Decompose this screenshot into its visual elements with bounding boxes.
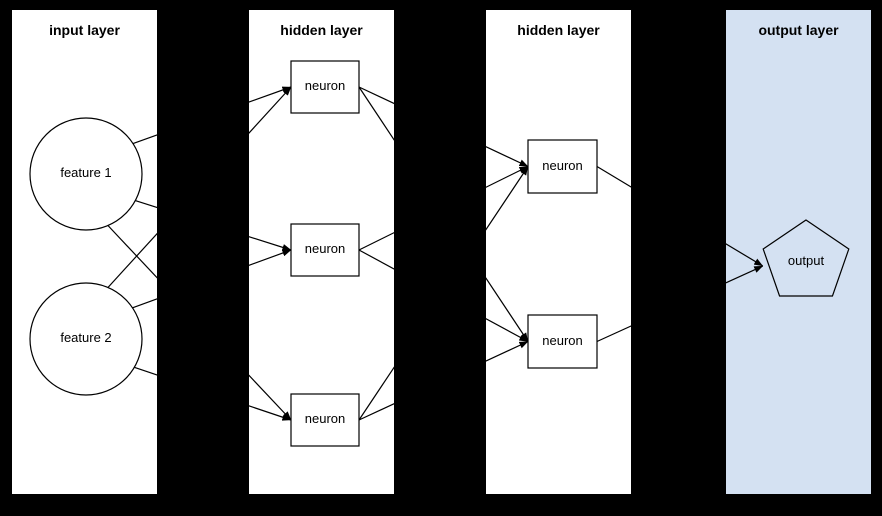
layer-title-hidden-1: hidden layer	[280, 22, 363, 38]
layer-title-output: output layer	[758, 22, 839, 38]
node-feature-2	[29, 282, 143, 396]
node-h2-neuron-1	[527, 139, 598, 194]
node-h2-neuron-2	[527, 314, 598, 369]
node-output-node	[762, 219, 850, 297]
layer-title-hidden-2: hidden layer	[517, 22, 600, 38]
node-h1-neuron-2	[290, 223, 360, 277]
node-h1-neuron-3	[290, 393, 360, 447]
layer-title-input: input layer	[49, 22, 120, 38]
node-h1-neuron-1	[290, 60, 360, 114]
node-feature-1	[29, 117, 143, 231]
